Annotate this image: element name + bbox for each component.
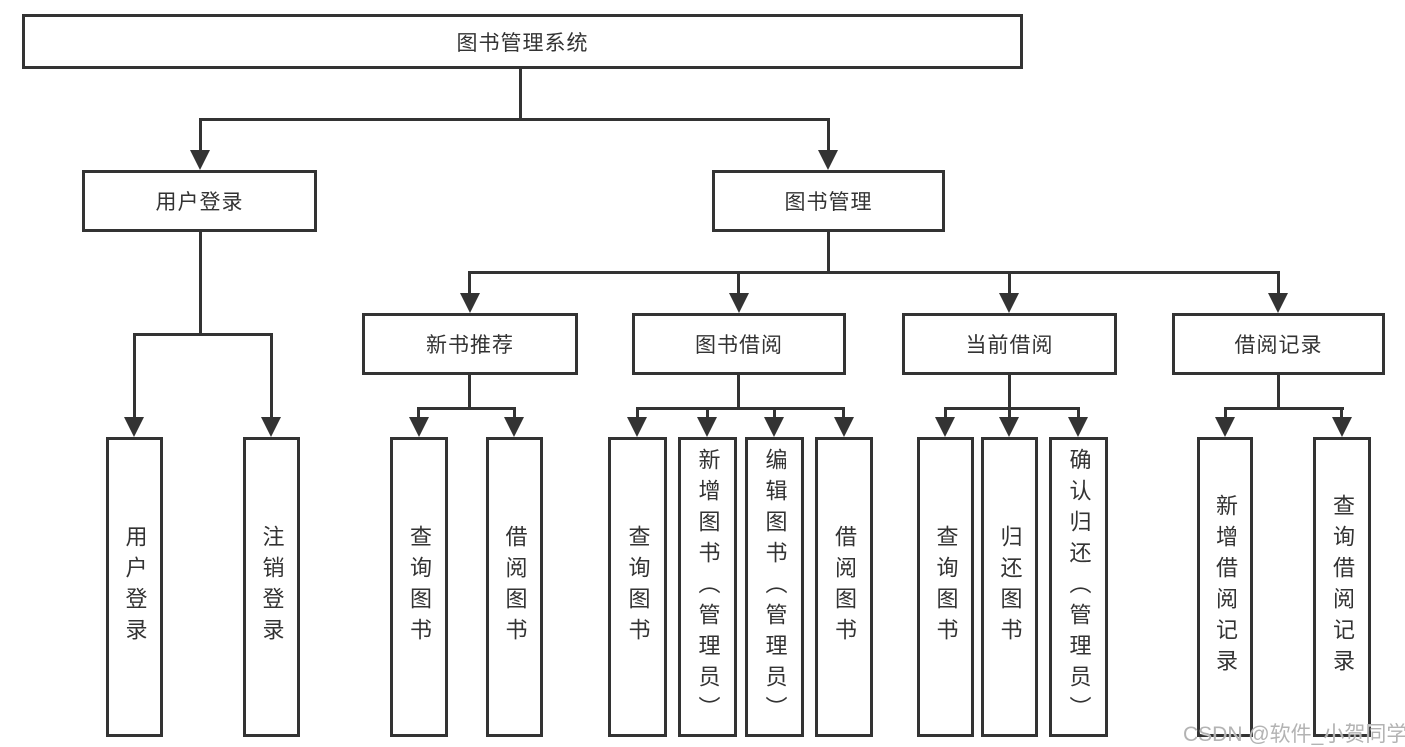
leaf-query-books-borrowing: 查询图书 — [608, 437, 667, 737]
connector-line — [199, 118, 830, 121]
leaf-label: 确认归还（管理员） — [1066, 447, 1092, 727]
leaf-label: 归还图书 — [997, 525, 1023, 649]
node-new-book-recommendation: 新书推荐 — [362, 313, 578, 375]
connector-line — [842, 407, 845, 420]
connector-line — [417, 407, 516, 410]
leaf-label: 查询图书 — [625, 525, 651, 649]
leaf-label: 借阅图书 — [832, 525, 857, 649]
leaf-label: 新增借阅记录 — [1213, 494, 1238, 680]
arrowhead-down-icon — [1332, 417, 1352, 437]
node-book-management: 图书管理 — [712, 170, 945, 232]
node-library-management-system: 图书管理系统 — [22, 14, 1023, 69]
connector-line — [468, 375, 471, 409]
arrowhead-down-icon — [460, 293, 480, 313]
connector-line — [636, 407, 639, 420]
leaf-label: 新增图书（管理员） — [695, 447, 721, 727]
node-borrowing-records: 借阅记录 — [1172, 313, 1385, 375]
leaf-query-books-current: 查询图书 — [917, 437, 974, 737]
arrowhead-down-icon — [409, 417, 429, 437]
node-label: 借阅记录 — [1234, 334, 1323, 357]
connector-line — [1340, 407, 1343, 420]
connector-line — [199, 118, 202, 152]
node-label: 新书推荐 — [426, 334, 514, 357]
connector-line — [737, 271, 740, 295]
connector-line — [1008, 407, 1011, 420]
leaf-query-books-recommend: 查询图书 — [390, 437, 448, 737]
node-label: 图书借阅 — [695, 334, 783, 357]
leaf-borrow-books-borrowing: 借阅图书 — [815, 437, 873, 737]
leaf-label: 查询图书 — [407, 525, 432, 649]
arrowhead-down-icon — [504, 417, 524, 437]
connector-line — [1008, 271, 1011, 295]
connector-line — [1224, 407, 1227, 420]
connector-line — [199, 232, 202, 336]
leaf-edit-book-admin: 编辑图书（管理员） — [745, 437, 804, 737]
connector-line — [773, 407, 776, 420]
leaf-add-borrow-record: 新增借阅记录 — [1197, 437, 1253, 737]
arrowhead-down-icon — [999, 417, 1019, 437]
connector-line — [468, 271, 1280, 274]
arrowhead-down-icon — [818, 150, 838, 170]
leaf-label: 借阅图书 — [502, 525, 528, 649]
arrowhead-down-icon — [834, 417, 854, 437]
node-label: 图书管理 — [784, 191, 873, 214]
arrowhead-down-icon — [1068, 417, 1088, 437]
connector-line — [417, 407, 420, 420]
leaf-add-book-admin: 新增图书（管理员） — [678, 437, 737, 737]
leaf-return-book: 归还图书 — [981, 437, 1038, 737]
connector-line — [133, 333, 136, 419]
leaf-confirm-return-admin: 确认归还（管理员） — [1049, 437, 1108, 737]
leaf-borrow-books-recommend: 借阅图书 — [486, 437, 543, 737]
connector-line — [636, 407, 845, 410]
connector-line — [1277, 271, 1280, 295]
arrowhead-down-icon — [764, 417, 784, 437]
arrowhead-down-icon — [1268, 293, 1288, 313]
node-label: 用户登录 — [155, 191, 244, 214]
connector-line — [944, 407, 1080, 410]
leaf-user-login: 用户登录 — [106, 437, 163, 737]
node-user-login: 用户登录 — [82, 170, 317, 232]
leaf-label: 查询图书 — [933, 525, 959, 649]
arrowhead-down-icon — [627, 417, 647, 437]
connector-line — [133, 333, 273, 336]
connector-line — [519, 69, 522, 121]
connector-line — [270, 333, 273, 419]
connector-line — [1008, 375, 1011, 409]
connector-line — [1077, 407, 1080, 420]
leaf-label: 注销登录 — [259, 525, 285, 649]
connector-line — [1224, 407, 1344, 410]
arrowhead-down-icon — [729, 293, 749, 313]
node-label: 图书管理系统 — [456, 31, 589, 55]
connector-line — [1277, 375, 1280, 409]
leaf-label: 编辑图书（管理员） — [762, 447, 788, 727]
connector-line — [827, 232, 830, 274]
csdn-watermark: CSDN @软件_小贺同学 — [1183, 723, 1405, 746]
connector-line — [827, 118, 830, 152]
arrowhead-down-icon — [697, 417, 717, 437]
connector-line — [468, 271, 471, 295]
arrowhead-down-icon — [935, 417, 955, 437]
arrowhead-down-icon — [261, 417, 281, 437]
node-label: 当前借阅 — [965, 334, 1054, 357]
node-book-borrowing: 图书借阅 — [632, 313, 846, 375]
connector-line — [513, 407, 516, 420]
connector-line — [706, 407, 709, 420]
leaf-label: 查询借阅记录 — [1330, 494, 1355, 680]
connector-line — [737, 375, 740, 409]
leaf-label: 用户登录 — [122, 525, 148, 649]
connector-line — [944, 407, 947, 420]
arrowhead-down-icon — [124, 417, 144, 437]
leaf-query-borrow-record: 查询借阅记录 — [1313, 437, 1371, 737]
arrowhead-down-icon — [999, 293, 1019, 313]
leaf-logout: 注销登录 — [243, 437, 300, 737]
arrowhead-down-icon — [1215, 417, 1235, 437]
arrowhead-down-icon — [190, 150, 210, 170]
node-current-borrowing: 当前借阅 — [902, 313, 1117, 375]
